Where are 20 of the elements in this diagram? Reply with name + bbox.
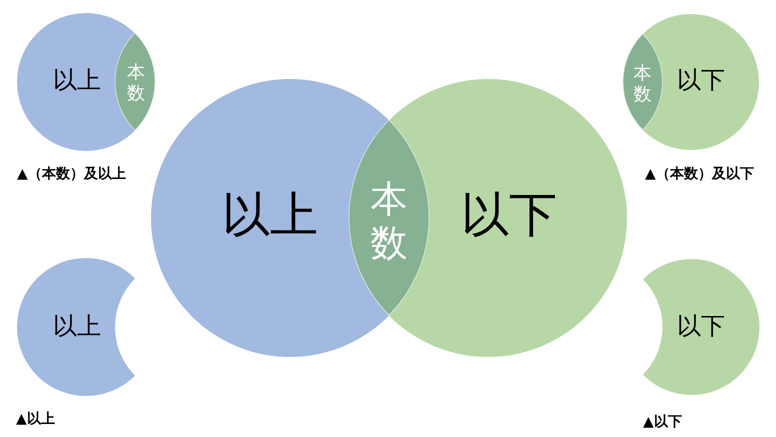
figure-caption: ▲以上	[16, 412, 55, 426]
overlap-label: 本数	[634, 62, 652, 106]
circle-label: 以上	[53, 69, 101, 93]
overlap-lens	[349, 120, 429, 316]
overlap-lens	[623, 34, 662, 130]
crescent-label: 以下	[677, 315, 725, 339]
figure-caption: ▲（本数）及以上	[17, 167, 126, 181]
overlap-label: 本数	[370, 178, 408, 266]
circle-label: 以下	[677, 69, 725, 93]
figure-caption: ▲（本数）及以下	[645, 167, 754, 181]
venn-circle	[17, 13, 155, 151]
figure-caption: ▲以下	[643, 415, 682, 429]
crescent-shape	[17, 258, 135, 396]
venn-circle	[623, 14, 759, 150]
crescent-label: 以上	[53, 315, 101, 339]
overlap-lens	[114, 33, 155, 131]
crescent-shape	[642, 259, 759, 395]
circle-label: 以下	[461, 192, 557, 240]
circle-label: 以上	[222, 192, 318, 240]
overlap-label: 本数	[126, 62, 145, 104]
